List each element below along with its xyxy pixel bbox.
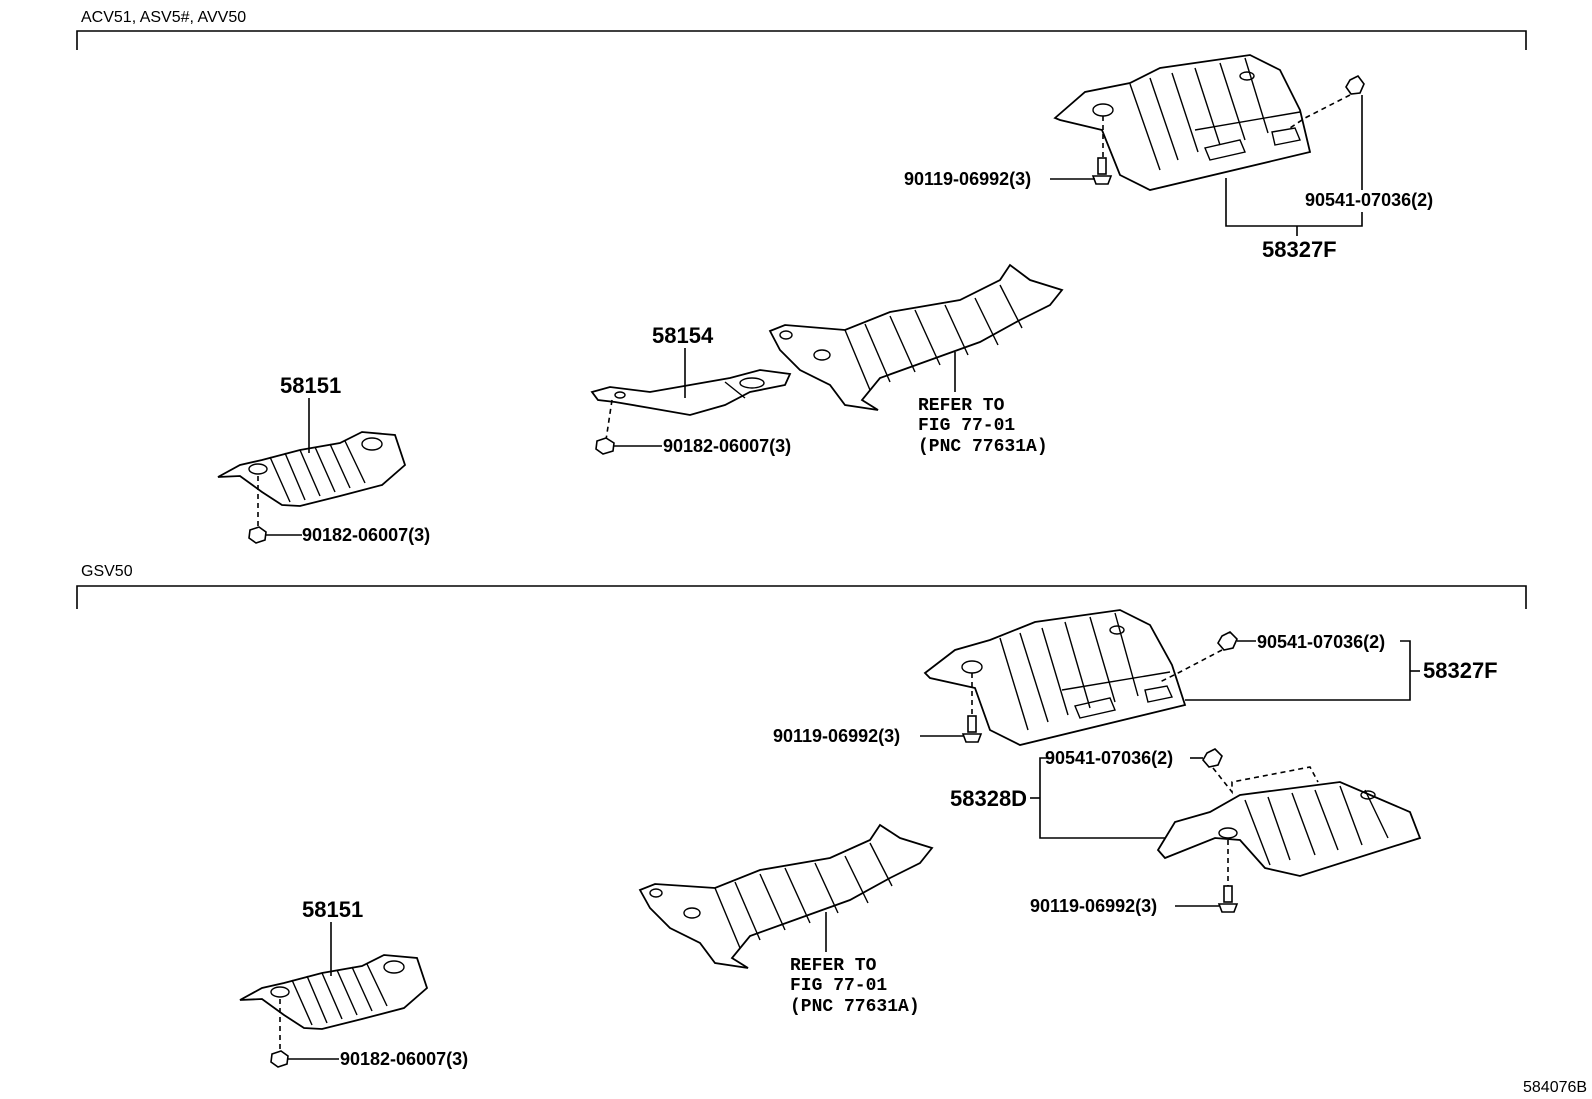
bracket-58328D bbox=[1039, 757, 1165, 839]
part-58328D: 58328D bbox=[950, 786, 1027, 811]
lower-section-title: GSV50 bbox=[81, 563, 133, 580]
part-90119-06992-b: 90119-06992(3) bbox=[1030, 896, 1157, 916]
leader-dash bbox=[1212, 766, 1319, 795]
part-90541-07036: 90541-07036(2) bbox=[1305, 190, 1433, 210]
figure-id: 584076B bbox=[1523, 1079, 1587, 1096]
refer-to-line1-lower: REFER TO bbox=[790, 956, 877, 976]
bolt-90119-icon bbox=[1217, 885, 1239, 913]
heat-insulator-58327F-upper bbox=[1053, 54, 1312, 191]
bolt-90119-icon bbox=[1091, 157, 1113, 185]
refer-to-line1: REFER TO bbox=[918, 396, 1005, 416]
nut-90182-icon bbox=[595, 437, 615, 455]
part-90541-07036-a: 90541-07036(2) bbox=[1257, 632, 1385, 652]
refer-to-line2-lower: FIG 77-01 bbox=[790, 976, 887, 996]
lower-section-bracket bbox=[76, 585, 1527, 609]
exhaust-insulator-upper bbox=[768, 263, 1064, 411]
leader-dash bbox=[1159, 649, 1223, 683]
leader-dash bbox=[605, 399, 613, 441]
refer-to-line2: FIG 77-01 bbox=[918, 416, 1015, 436]
part-58327F: 58327F bbox=[1262, 237, 1337, 262]
upper-section-bracket bbox=[76, 30, 1527, 50]
part-90119-06992-a: 90119-06992(3) bbox=[773, 726, 900, 746]
part-58327F-lower: 58327F bbox=[1423, 658, 1498, 683]
heat-insulator-58151-lower bbox=[239, 954, 429, 1030]
exhaust-insulator-lower bbox=[638, 823, 934, 969]
bolt-90119-icon bbox=[961, 715, 983, 743]
nut-90541-icon bbox=[1202, 748, 1223, 768]
part-90119-06992: 90119-06992(3) bbox=[904, 169, 1031, 189]
part-90182-06007-mid: 90182-06007(3) bbox=[663, 436, 791, 456]
nut-90182-icon bbox=[248, 526, 267, 544]
part-58151-lower: 58151 bbox=[302, 897, 363, 922]
nut-90182-icon bbox=[270, 1050, 289, 1068]
nut-90541-icon bbox=[1345, 74, 1365, 95]
part-90182-06007-left: 90182-06007(3) bbox=[302, 525, 430, 545]
heat-insulator-58328D bbox=[1156, 781, 1422, 877]
bracket-58327F bbox=[1225, 178, 1363, 227]
part-58154: 58154 bbox=[652, 323, 714, 348]
heat-insulator-58154 bbox=[590, 369, 792, 416]
nut-90541-icon bbox=[1217, 631, 1238, 651]
refer-to-line3-lower: (PNC 77631A) bbox=[790, 997, 920, 1017]
part-58151-upper: 58151 bbox=[280, 373, 341, 398]
refer-to-line3: (PNC 77631A) bbox=[918, 437, 1048, 457]
part-90541-07036-b: 90541-07036(2) bbox=[1045, 748, 1173, 768]
part-90182-06007-lower: 90182-06007(3) bbox=[340, 1049, 468, 1069]
heat-insulator-58327F-lower bbox=[923, 609, 1187, 746]
heat-insulator-58151-upper bbox=[217, 431, 407, 507]
upper-section-title: ACV51, ASV5#, AVV50 bbox=[81, 9, 246, 26]
